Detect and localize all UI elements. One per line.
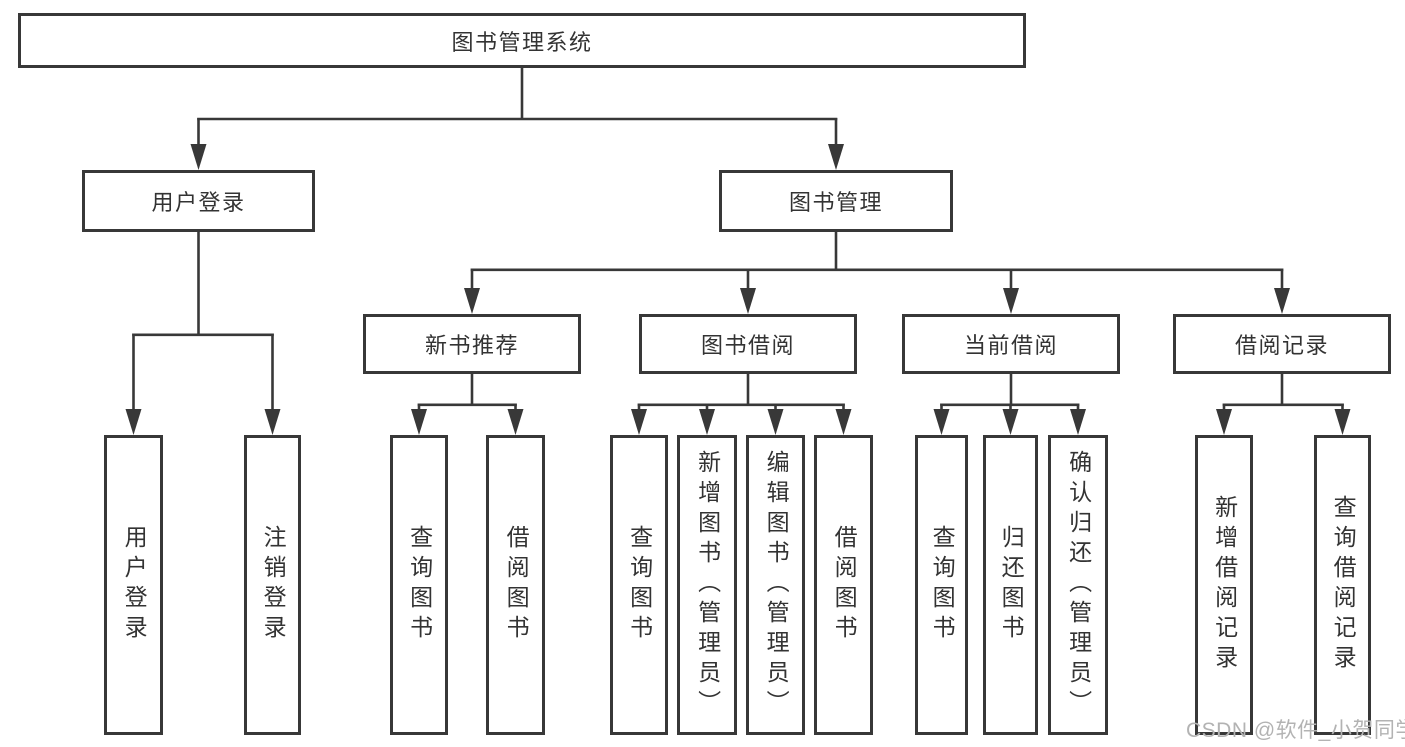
leaf-add-books-admin: 新增图书（管理员） bbox=[677, 435, 737, 735]
borrow-group-connectors bbox=[631, 373, 852, 435]
leaf-label: 查询图书 bbox=[406, 525, 433, 645]
node-book-management: 图书管理 bbox=[719, 170, 953, 232]
watermark-text: CSDN @软件_小贺同学 bbox=[1186, 719, 1405, 742]
current-group-connectors bbox=[933, 373, 1086, 435]
leaf-query-books-borrowing: 查询图书 bbox=[610, 435, 668, 735]
leaf-borrow-books: 借阅图书 bbox=[814, 435, 873, 735]
leaf-edit-books-admin: 编辑图书（管理员） bbox=[746, 435, 805, 735]
leaf-label: 编辑图书（管理员） bbox=[763, 450, 790, 720]
root-connectors bbox=[190, 67, 844, 170]
leaf-label: 借阅图书 bbox=[503, 525, 530, 645]
leaf-user-login: 用户登录 bbox=[104, 435, 163, 735]
leaf-query-books-current: 查询图书 bbox=[915, 435, 968, 735]
leaf-logout-login: 注销登录 bbox=[244, 435, 301, 735]
leaf-label: 确认归还（管理员） bbox=[1065, 450, 1092, 720]
node-borrowing-records: 借阅记录 bbox=[1173, 314, 1391, 374]
leaf-label: 注销登录 bbox=[260, 525, 287, 645]
node-user-login: 用户登录 bbox=[82, 170, 315, 232]
leaf-confirm-return-admin: 确认归还（管理员） bbox=[1048, 435, 1108, 735]
node-current-borrowing: 当前借阅 bbox=[902, 314, 1120, 374]
leaf-query-books-recommend: 查询图书 bbox=[390, 435, 448, 735]
node-book-borrowing: 图书借阅 bbox=[639, 314, 857, 374]
node-new-book-recommendation: 新书推荐 bbox=[363, 314, 581, 374]
records-group-connectors bbox=[1216, 373, 1351, 435]
leaf-label: 查询图书 bbox=[626, 525, 653, 645]
leaf-label: 查询借阅记录 bbox=[1330, 495, 1357, 675]
management-branch-connectors bbox=[464, 231, 1290, 314]
leaf-add-borrow-record: 新增借阅记录 bbox=[1195, 435, 1253, 735]
leaf-label: 借阅图书 bbox=[831, 525, 858, 645]
leaf-return-books: 归还图书 bbox=[983, 435, 1038, 735]
leaf-label: 新增借阅记录 bbox=[1211, 495, 1238, 675]
leaf-label: 新增图书（管理员） bbox=[694, 450, 721, 720]
leaf-borrow-books-recommend: 借阅图书 bbox=[486, 435, 545, 735]
user-branch-connectors bbox=[125, 231, 281, 435]
leaf-label: 用户登录 bbox=[121, 525, 148, 645]
recommend-group-connectors bbox=[411, 373, 524, 435]
node-library-system: 图书管理系统 bbox=[18, 13, 1026, 68]
leaf-label: 查询图书 bbox=[929, 525, 956, 645]
leaf-label: 归还图书 bbox=[998, 525, 1025, 645]
leaf-query-borrow-record: 查询借阅记录 bbox=[1314, 435, 1371, 735]
